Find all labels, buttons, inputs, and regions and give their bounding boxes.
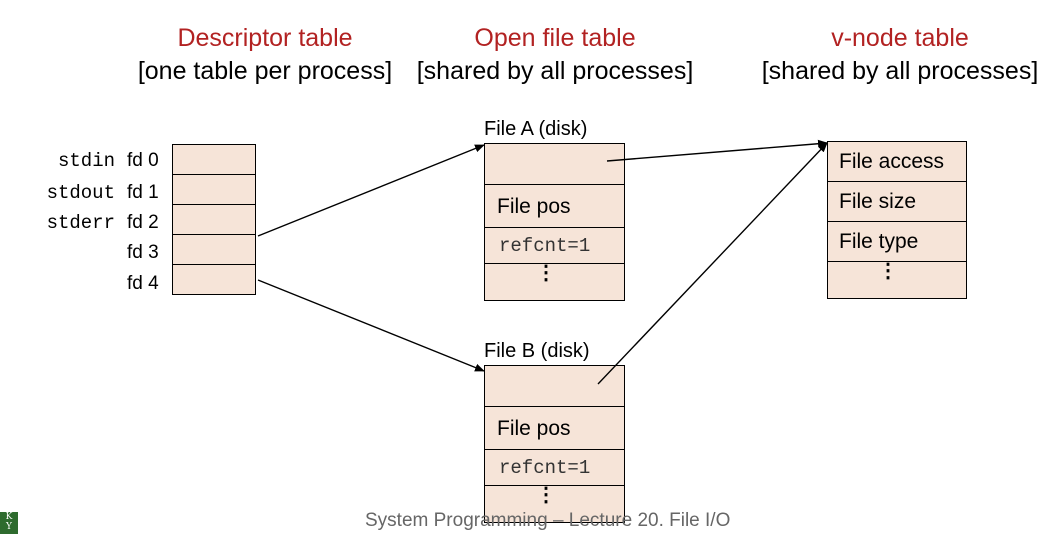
fd0-label: fd 0 (127, 150, 159, 171)
footer-text: System Programming – Lecture 20. File I/… (365, 510, 731, 531)
fd0-cell (172, 144, 256, 175)
file-a-more-cell: ⋮ (484, 263, 625, 301)
file-b-refcnt-label: refcnt=1 (499, 457, 591, 479)
fd4-to-file-b-arrow (257, 279, 485, 372)
vnode-table-header: v-node table [shared by all processes] (745, 22, 1055, 88)
file-a-title: File A (disk) (484, 118, 588, 140)
fd4-label: fd 4 (127, 273, 159, 294)
vnode-file-size-cell: File size (827, 181, 967, 222)
file-b-title: File B (disk) (484, 340, 590, 362)
fd3-to-file-a-arrow (257, 144, 485, 237)
fd4-cell (172, 264, 256, 295)
vnode-file-access-label: File access (839, 150, 945, 173)
file-b-pos-cell: File pos (484, 406, 625, 450)
open-file-table-subtitle: [shared by all processes] (416, 57, 694, 85)
vnode-more-cell: ⋮ (827, 261, 967, 299)
fd2-label: fd 2 (127, 212, 159, 233)
file-a-vnode-ptr-cell (484, 143, 625, 185)
vnode-file-type-label: File type (839, 230, 919, 253)
file-b-more-cell: ⋮ (484, 485, 625, 523)
descriptor-table-title: Descriptor table (177, 24, 353, 52)
file-a-pos-cell: File pos (484, 184, 625, 228)
fd1-label: fd 1 (127, 182, 159, 203)
vnode-file-type-cell: File type (827, 221, 967, 262)
vnode-table-subtitle: [shared by all processes] (761, 57, 1039, 85)
descriptor-table-header: Descriptor table [one table per process] (85, 22, 445, 88)
open-file-table-header: Open file table [shared by all processes… (395, 22, 715, 88)
stdout-label: stdout (46, 182, 115, 204)
vnode-table-title: v-node table (831, 24, 969, 52)
stderr-label: stderr (46, 212, 115, 234)
open-file-table-title: Open file table (474, 24, 636, 52)
file-a-refcnt-label: refcnt=1 (499, 235, 591, 257)
file-a-pos-label: File pos (497, 195, 571, 218)
file-b-to-vnode-arrow (597, 142, 828, 385)
file-a-refcnt-cell: refcnt=1 (484, 227, 625, 264)
file-b-vnode-ptr-cell (484, 365, 625, 407)
descriptor-table-subtitle: [one table per process] (137, 57, 393, 85)
file-b-refcnt-cell: refcnt=1 (484, 449, 625, 486)
fd1-cell (172, 174, 256, 205)
vnode-file-access-cell: File access (827, 141, 967, 182)
fd3-label: fd 3 (127, 242, 159, 263)
stdin-label: stdin (57, 150, 115, 172)
fd3-cell (172, 234, 256, 265)
vnode-file-size-label: File size (839, 190, 917, 213)
file-a-to-vnode-arrow (606, 139, 828, 162)
file-b-pos-label: File pos (497, 417, 571, 440)
